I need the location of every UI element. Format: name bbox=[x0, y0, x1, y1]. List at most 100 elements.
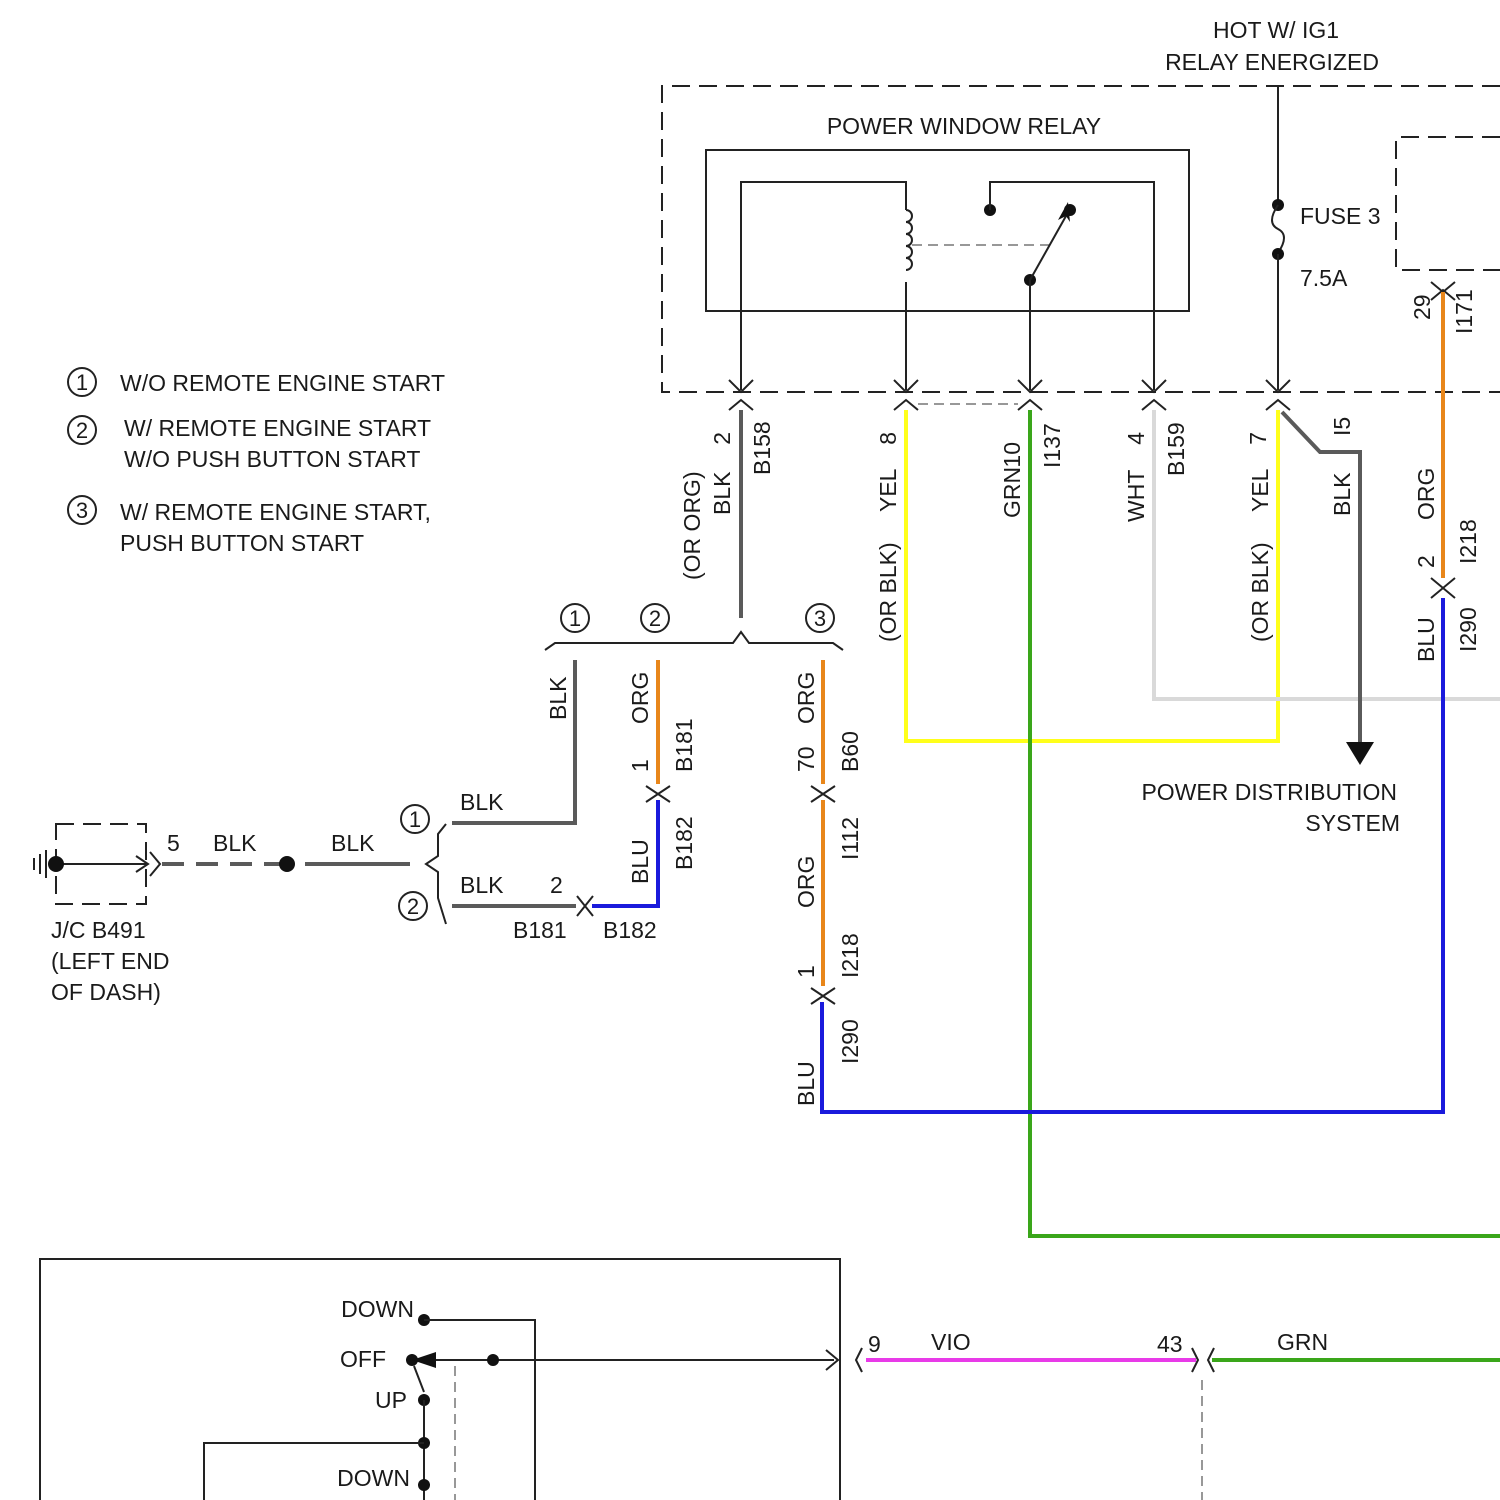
pin-7: 7 bbox=[1245, 432, 1271, 445]
pin-2-right: 2 bbox=[1413, 555, 1439, 568]
ground-label-2: (LEFT END bbox=[51, 948, 169, 974]
bottom-pin-43: 43 bbox=[1157, 1331, 1183, 1357]
split-pin2: 2 bbox=[550, 872, 563, 898]
legend-3-line2: PUSH BUTTON START bbox=[120, 530, 364, 556]
relay-box bbox=[706, 150, 1189, 311]
pin-10: 10 bbox=[999, 442, 1025, 468]
branch2-pin: 1 bbox=[627, 759, 653, 772]
wire-label-blu-right: BLU bbox=[1413, 617, 1439, 662]
bottom-wire-grn: GRN bbox=[1277, 1329, 1328, 1355]
pds-arrow bbox=[1346, 742, 1374, 765]
pin-2: 2 bbox=[709, 432, 735, 445]
header-line1: HOT W/ IG1 bbox=[1213, 17, 1339, 43]
branch2-wire-top: ORG bbox=[627, 672, 653, 724]
conn-b158: B158 bbox=[749, 421, 775, 475]
branch3-conn4: I290 bbox=[837, 1019, 863, 1064]
split-wire1: BLK bbox=[460, 789, 504, 815]
switch-down1-label: DOWN bbox=[341, 1296, 414, 1322]
conn-i218-right: I218 bbox=[1455, 519, 1481, 564]
inline-connectors bbox=[150, 786, 1214, 1372]
wire-label-grn: GRN bbox=[999, 467, 1025, 518]
branch-circles: 1 2 3 bbox=[561, 604, 834, 632]
legend: 1 W/O REMOTE ENGINE START 2 W/ REMOTE EN… bbox=[68, 368, 445, 556]
relay-internals bbox=[741, 182, 1154, 390]
wire-yel-loop bbox=[906, 410, 1278, 741]
wire-label-wht: WHT bbox=[1123, 470, 1149, 522]
fuse-name: FUSE 3 bbox=[1300, 203, 1381, 229]
conn-i137: I137 bbox=[1039, 423, 1065, 468]
switch-up-label: UP bbox=[375, 1387, 407, 1413]
split-brace bbox=[426, 824, 446, 924]
branch-circle-1: 1 bbox=[569, 606, 581, 631]
ground-icon bbox=[48, 856, 64, 872]
relay-connectors bbox=[729, 282, 1455, 598]
pds-line2: SYSTEM bbox=[1305, 810, 1400, 836]
wire-blk-i5 bbox=[1282, 412, 1360, 742]
branch3-pin3: 1 bbox=[793, 965, 819, 978]
pin-29: 29 bbox=[1409, 294, 1435, 320]
conn-b159: B159 bbox=[1163, 422, 1189, 476]
ground-label-3: OF DASH) bbox=[51, 979, 161, 1005]
ground-junction bbox=[34, 824, 148, 904]
ground-pin: 5 bbox=[167, 830, 180, 856]
branch-circle-2: 2 bbox=[649, 606, 661, 631]
branch1-wire: BLK bbox=[545, 676, 571, 720]
ground-wire1: BLK bbox=[213, 830, 257, 856]
switch-module-box bbox=[40, 1259, 840, 1500]
pin-8: 8 bbox=[875, 432, 901, 445]
pin-4: 4 bbox=[1123, 432, 1149, 445]
branch3-wire1: ORG bbox=[793, 672, 819, 724]
split-circle-2-num: 2 bbox=[407, 894, 419, 919]
branch2-conn-top: B181 bbox=[671, 718, 697, 772]
conn-i290-right: I290 bbox=[1455, 607, 1481, 652]
split-conn-b182: B182 bbox=[603, 917, 657, 943]
branch3-wire2: ORG bbox=[793, 856, 819, 908]
header-line2: RELAY ENERGIZED bbox=[1165, 49, 1379, 75]
conn-i5: I5 bbox=[1329, 417, 1355, 436]
switch-off-label: OFF bbox=[340, 1346, 386, 1372]
legend-2-line2: W/O PUSH BUTTON START bbox=[124, 446, 420, 472]
branch2-wire-bot: BLU bbox=[627, 839, 653, 884]
legend-3-num: 3 bbox=[76, 498, 88, 523]
wire-alt-org: (OR ORG) bbox=[679, 471, 705, 580]
fuse-3 bbox=[1272, 86, 1284, 390]
branch3-conn3: I218 bbox=[837, 933, 863, 978]
legend-1-num: 1 bbox=[76, 370, 88, 395]
wire-label-blk-b158: BLK bbox=[709, 471, 735, 515]
legend-1-line1: W/O REMOTE ENGINE START bbox=[120, 370, 445, 396]
branch-labels: BLK ORG 1 B181 BLU B182 ORG 70 B60 I112 … bbox=[545, 672, 863, 1106]
relay-title: POWER WINDOW RELAY bbox=[827, 113, 1101, 139]
bottom-wire-vio: VIO bbox=[931, 1329, 971, 1355]
split-circle-1-num: 1 bbox=[409, 807, 421, 832]
splice-point bbox=[279, 856, 295, 872]
branch3-wire3: BLU bbox=[793, 1061, 819, 1106]
adjacent-enclosure bbox=[1396, 137, 1500, 270]
ground-wire2: BLK bbox=[331, 830, 375, 856]
wire-alt-blk-8: (OR BLK) bbox=[875, 542, 901, 642]
bottom-pin-9: 9 bbox=[868, 1331, 881, 1357]
split-conn-b181: B181 bbox=[513, 917, 567, 943]
conn-i171: I171 bbox=[1451, 289, 1477, 334]
wire-label-yel-7: YEL bbox=[1247, 468, 1273, 512]
branch-brace bbox=[545, 632, 843, 650]
branch-circle-3: 3 bbox=[814, 606, 826, 631]
split-wire2: BLK bbox=[460, 872, 504, 898]
branch3-conn2: I112 bbox=[837, 817, 863, 860]
pds-line1: POWER DISTRIBUTION bbox=[1141, 779, 1397, 805]
wire-label-yel-8: YEL bbox=[875, 468, 901, 512]
legend-2-num: 2 bbox=[76, 418, 88, 443]
legend-3-line1: W/ REMOTE ENGINE START, bbox=[120, 499, 431, 525]
branch2-conn-bot: B182 bbox=[671, 816, 697, 870]
branch3-conn1: B60 bbox=[837, 731, 863, 772]
wire-alt-blk-7: (OR BLK) bbox=[1247, 542, 1273, 642]
wire-label-blk-i5: BLK bbox=[1329, 472, 1355, 516]
wire-blu-i290 bbox=[822, 598, 1443, 1112]
ground-label-1: J/C B491 bbox=[51, 917, 146, 943]
wire-label-org-right: ORG bbox=[1413, 468, 1439, 520]
branch3-pin1: 70 bbox=[793, 746, 819, 772]
legend-2-line1: W/ REMOTE ENGINE START bbox=[124, 415, 431, 441]
fuse-rating: 7.5A bbox=[1300, 265, 1348, 291]
switch-down2-label: DOWN bbox=[337, 1465, 410, 1491]
